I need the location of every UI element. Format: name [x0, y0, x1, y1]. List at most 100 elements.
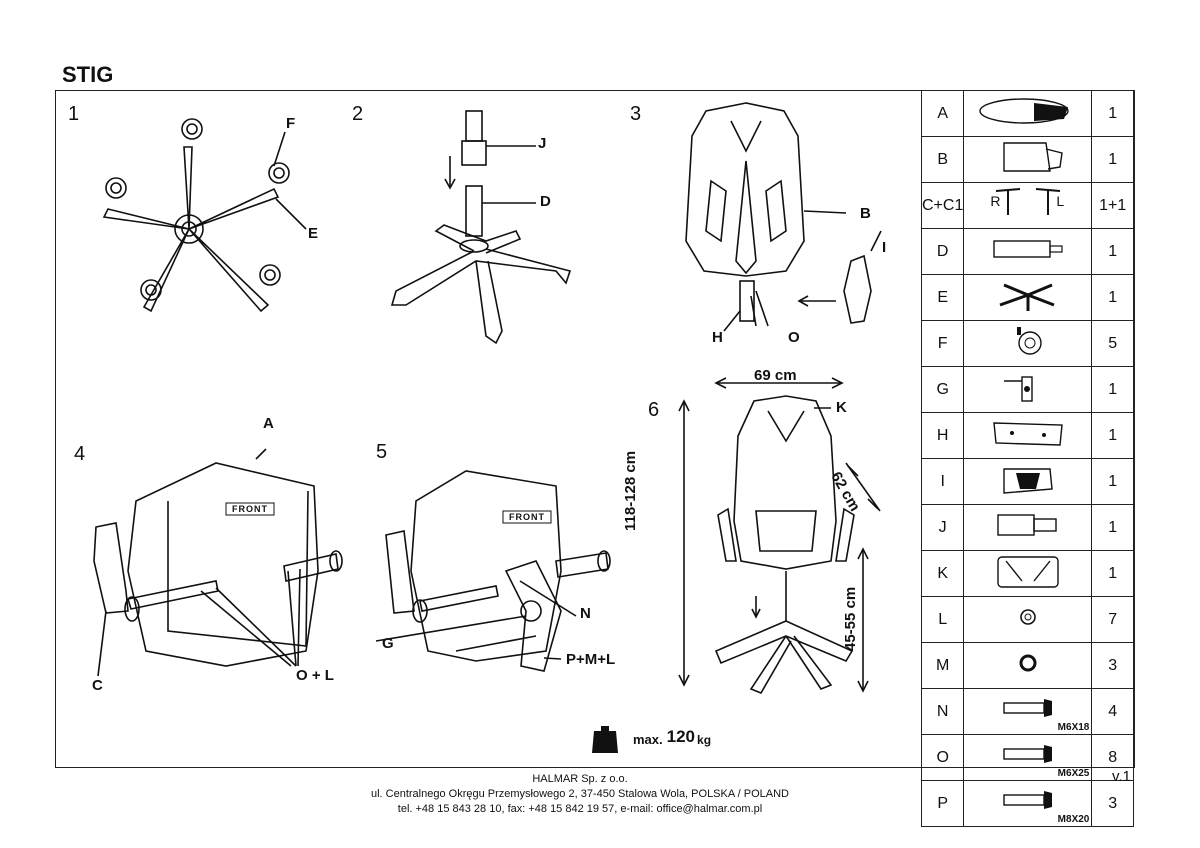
part-illustration: M8X20: [963, 780, 1093, 827]
instruction-frame: 1 2 3 4 5 6 F E J D B I H O A C O + L N …: [55, 90, 1135, 827]
footer-address: ul. Centralnego Okręgu Przemysłowego 2, …: [370, 788, 789, 800]
bolt-size-label: M6X25: [1057, 768, 1090, 779]
part-illustration: [963, 458, 1093, 505]
part-quantity: 3: [1091, 642, 1134, 689]
step6-chair-drawing: [678, 377, 881, 695]
part-illustration: [963, 228, 1093, 275]
step-number: 4: [74, 443, 86, 465]
dimension-width: 69 cm: [754, 367, 797, 384]
part-letter: L: [920, 596, 965, 643]
backrest-icon: [1003, 142, 1064, 172]
part-illustration: [963, 596, 1093, 643]
max-weight-value: 120: [666, 727, 696, 746]
step2-base-drawing: [390, 110, 572, 345]
part-quantity: 1: [1091, 412, 1134, 459]
part-letter: F: [920, 320, 965, 367]
headrest-pillow-icon: [997, 556, 1060, 588]
part-callout: D: [540, 193, 551, 210]
gas-lift-icon: [993, 240, 1063, 258]
step-number: 5: [376, 441, 388, 463]
part-illustration: [963, 320, 1093, 367]
step1-base-drawing: [102, 118, 307, 313]
front-label: FRONT: [509, 512, 545, 522]
part-letter: I: [920, 458, 965, 505]
bolt-size-label: M8X20: [1057, 814, 1090, 825]
part-quantity: 8: [1091, 734, 1134, 781]
max-weight: max. 120 kg: [601, 727, 711, 747]
part-illustration: [963, 274, 1093, 321]
part-quantity: 1: [1091, 274, 1134, 321]
part-letter: D: [920, 228, 965, 275]
washer-icon: [1020, 609, 1037, 625]
part-callout: K: [836, 399, 847, 416]
part-illustration: [963, 412, 1093, 459]
part-letter: H: [920, 412, 965, 459]
part-letter: A: [920, 90, 965, 137]
part-quantity: 1: [1091, 228, 1134, 275]
part-illustration: M6X18: [963, 688, 1093, 735]
part-callout: O: [788, 329, 800, 346]
part-callout: B: [860, 205, 871, 222]
step-number: 3: [630, 103, 642, 125]
armrest-right-label: R: [990, 193, 1001, 209]
bolt-icon: [1003, 699, 1053, 717]
part-quantity: 1: [1091, 366, 1134, 413]
part-callout: I: [882, 239, 887, 256]
bracket-plate-icon: [993, 422, 1064, 446]
part-quantity: 5: [1091, 320, 1134, 367]
step-number: 6: [648, 399, 660, 421]
bolt-icon: [1003, 745, 1053, 763]
part-callout: J: [538, 135, 547, 152]
part-illustration: [963, 136, 1093, 183]
caster-icon: [1017, 327, 1043, 355]
part-callout: F: [286, 115, 296, 132]
weight-icon: [592, 726, 618, 753]
part-letter: P: [920, 780, 965, 827]
step3-backrest-drawing: [685, 102, 882, 332]
footer-contact: tel. +48 15 843 28 10, fax: +48 15 842 1…: [397, 803, 763, 815]
part-callout: H: [712, 329, 723, 346]
part-letter: C+C1: [920, 182, 965, 229]
part-callout: P+M+L: [566, 651, 616, 668]
part-illustration: [963, 550, 1093, 597]
part-letter: G: [920, 366, 965, 413]
mechanism-icon: [1004, 376, 1034, 402]
bolt-icon: [1003, 791, 1053, 809]
part-illustration: [963, 642, 1093, 689]
star-base-icon: [999, 283, 1055, 311]
part-illustration: M6X25: [963, 734, 1093, 781]
max-weight-prefix: max.: [633, 732, 663, 747]
footer: HALMAR Sp. z o.o. ul. Centralnego Okręgu…: [0, 772, 1160, 817]
part-illustration: [963, 90, 1093, 137]
part-callout: E: [308, 225, 319, 242]
spring-washer-icon: [1019, 654, 1037, 672]
seat-cushion-icon: [979, 98, 1070, 124]
part-quantity: 4: [1091, 688, 1134, 735]
step-number: 1: [68, 103, 80, 125]
part-letter: M: [920, 642, 965, 689]
part-quantity: 1: [1091, 136, 1134, 183]
version-label: v.1: [1112, 768, 1131, 785]
part-callout: A: [263, 415, 274, 432]
footer-company: HALMAR Sp. z o.o.: [532, 773, 628, 785]
part-quantity: 1: [1091, 550, 1134, 597]
armrest-pair-icon: [996, 188, 1061, 215]
back-cover-icon: [1003, 468, 1054, 494]
part-illustration: [963, 504, 1093, 551]
